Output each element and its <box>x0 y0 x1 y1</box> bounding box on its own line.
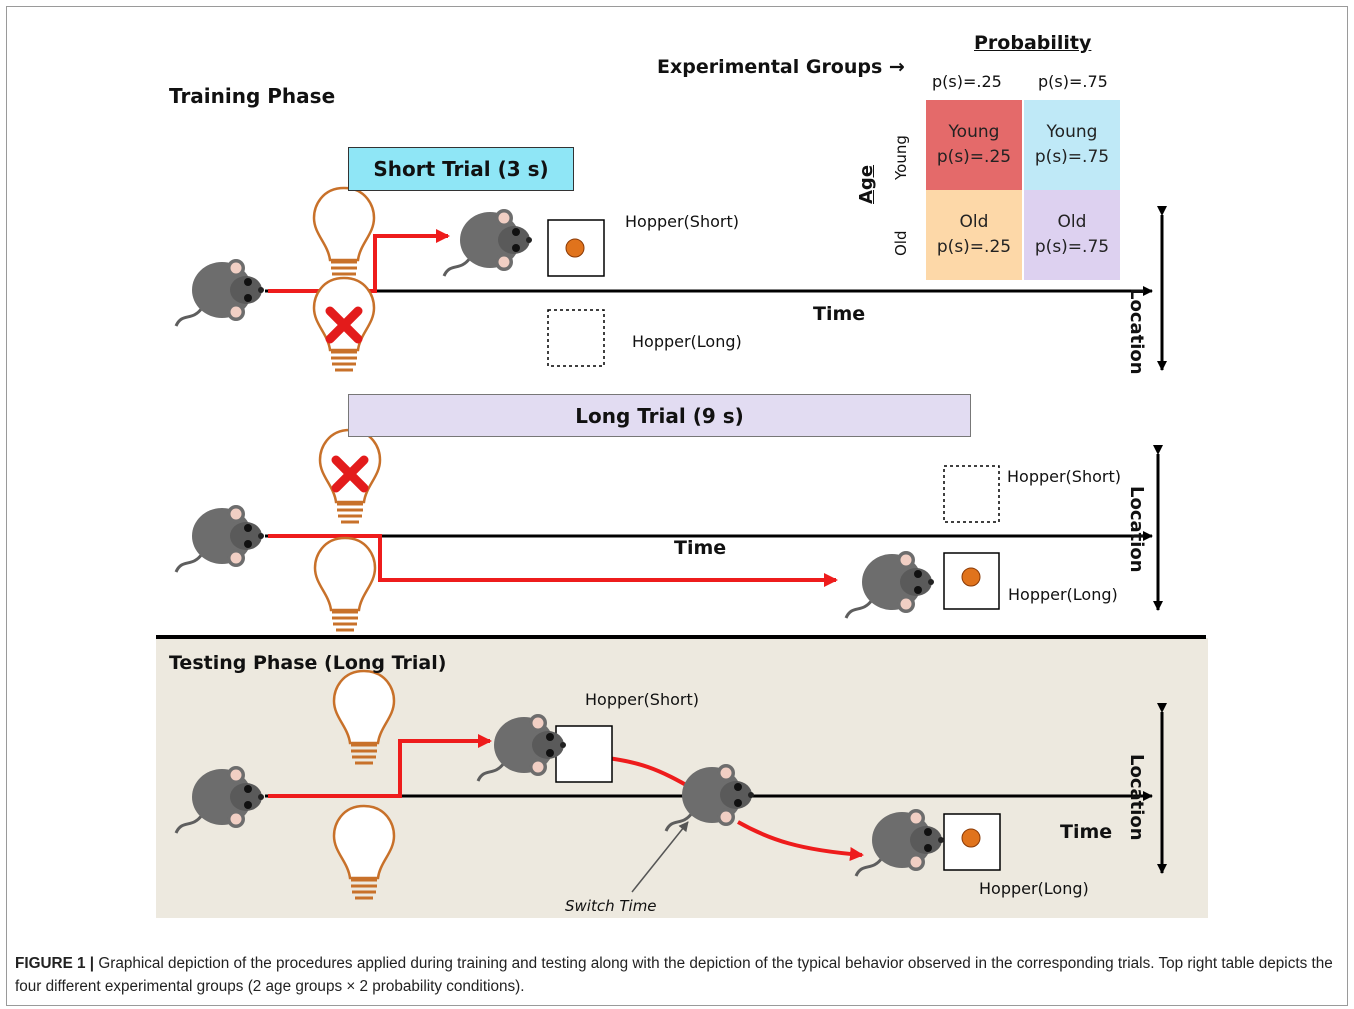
time-label: Time <box>674 537 727 559</box>
mouse-icon <box>844 549 936 620</box>
hopper-long-label: Hopper(Long) <box>632 332 742 351</box>
testing-phase-panel <box>156 638 1208 918</box>
row-header-old: Old <box>892 230 910 257</box>
hopper-short-box <box>943 465 1000 523</box>
group-cell-young-25: Young p(s)=.25 <box>926 100 1022 190</box>
mouse-icon <box>476 712 568 783</box>
testing-phase-title: Testing Phase (Long Trial) <box>169 652 447 674</box>
hopper-short-label: Hopper(Short) <box>625 212 739 231</box>
light-bulb-icon <box>313 536 377 632</box>
training-phase-title: Training Phase <box>169 84 336 108</box>
pellet-icon <box>961 567 981 587</box>
col-header-ps75: p(s)=.75 <box>1038 72 1108 91</box>
light-bulb-icon <box>312 186 376 282</box>
group-cell-old-25: Old p(s)=.25 <box>926 190 1022 280</box>
hopper-long-label: Hopper(Long) <box>1008 585 1118 604</box>
mouse-icon <box>174 764 266 835</box>
probability-title: Probability <box>974 32 1092 54</box>
cell-prob: p(s)=.25 <box>936 147 1012 167</box>
cell-prob: p(s)=.25 <box>936 237 1012 257</box>
hopper-short-box <box>555 725 613 783</box>
mouse-icon <box>854 807 946 878</box>
hopper-long-label: Hopper(Long) <box>979 879 1089 898</box>
caption-text: Graphical depiction of the procedures ap… <box>15 955 1333 995</box>
long-trial-label: Long Trial (9 s) <box>348 394 971 437</box>
figure-label: FIGURE 1 | <box>15 955 95 972</box>
col-header-ps25: p(s)=.25 <box>932 72 1002 91</box>
mouse-icon <box>442 207 534 278</box>
red-path-to-long <box>737 820 864 862</box>
pellet-icon <box>565 238 585 258</box>
row-header-young: Young <box>892 135 910 180</box>
cell-prob: p(s)=.75 <box>1034 147 1110 167</box>
location-label: Location <box>1126 754 1147 841</box>
cell-age: Young <box>1046 122 1098 142</box>
figure-caption: FIGURE 1 | Graphical depiction of the pr… <box>15 952 1340 998</box>
hopper-short-label: Hopper(Short) <box>585 690 699 709</box>
switch-time-label: Switch Time <box>565 897 657 915</box>
location-label: Location <box>1126 486 1147 573</box>
group-cell-old-75: Old p(s)=.75 <box>1024 190 1120 280</box>
cell-age: Old <box>1057 212 1087 232</box>
experimental-groups-header: Experimental Groups → <box>657 56 905 78</box>
cell-age: Old <box>959 212 989 232</box>
light-bulb-icon <box>332 804 396 900</box>
red-path-test <box>268 734 492 798</box>
cell-prob: p(s)=.75 <box>1034 237 1110 257</box>
hopper-long-box <box>547 309 605 367</box>
time-label: Time <box>1060 821 1113 843</box>
pellet-icon <box>961 828 981 848</box>
switch-time-pointer <box>631 821 689 893</box>
time-label: Time <box>813 303 866 325</box>
red-path-long <box>268 534 838 587</box>
cell-age: Young <box>948 122 1000 142</box>
hopper-short-label: Hopper(Short) <box>1007 467 1121 486</box>
mouse-icon <box>174 257 266 328</box>
mouse-icon <box>174 503 266 574</box>
group-cell-young-75: Young p(s)=.75 <box>1024 100 1120 190</box>
short-trial-label: Short Trial (3 s) <box>348 147 574 191</box>
age-title: Age <box>856 164 877 204</box>
light-bulb-icon <box>332 669 396 765</box>
figure-frame <box>6 6 1348 1006</box>
location-label: Location <box>1126 288 1147 375</box>
